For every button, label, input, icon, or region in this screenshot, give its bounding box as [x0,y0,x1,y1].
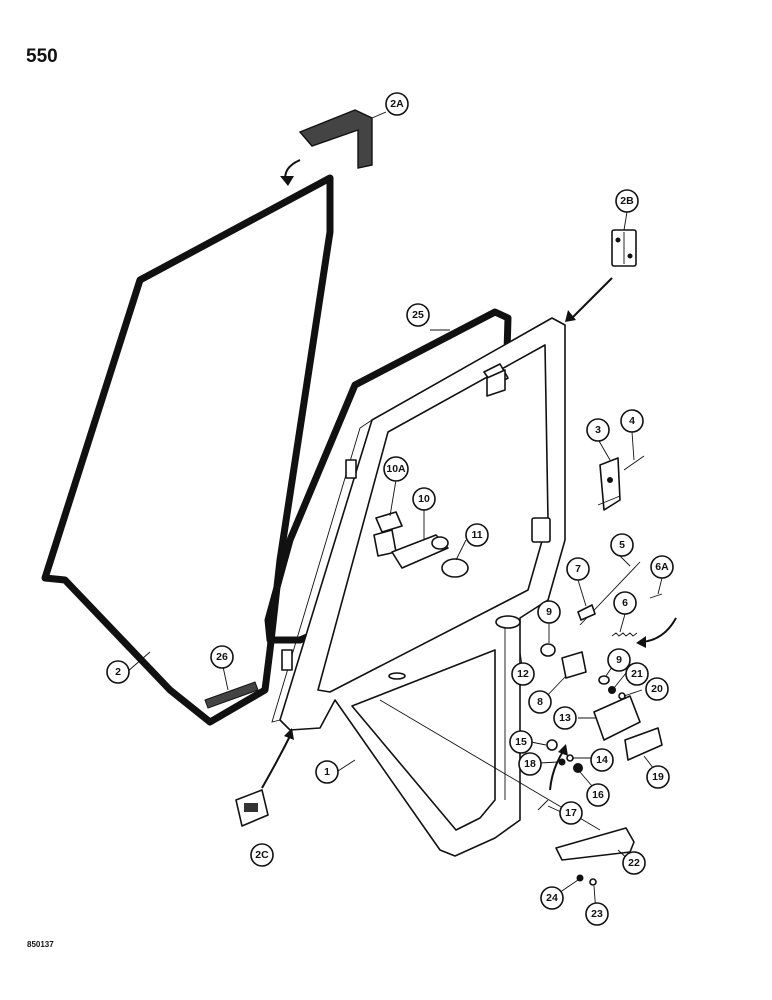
arrow-6A [636,617,677,648]
bushing-part-9a [540,643,556,657]
callout: 20 [645,677,669,701]
svg-text:9: 9 [546,606,552,618]
seal-strip-part-26 [204,681,259,709]
callout: 17 [559,801,583,825]
callout: 13 [553,706,577,730]
door-glass-part-2 [41,174,334,726]
svg-text:23: 23 [591,908,603,920]
latch-plate-part-13 [593,695,641,741]
svg-text:1: 1 [324,766,330,778]
spring-part-6 [611,632,638,637]
callout: 5 [610,533,634,557]
svg-text:2B: 2B [620,195,634,207]
page-number: 550 [26,46,58,67]
washer-part-15 [546,739,558,751]
callout: 3 [586,418,610,442]
drawing-code: 850137 [27,940,54,949]
arrow-2B [565,277,613,322]
svg-text:4: 4 [629,415,635,427]
latch-plate-part-2C [235,789,269,827]
svg-text:24: 24 [546,892,558,904]
svg-text:3: 3 [595,424,601,436]
callout: 10 [412,487,436,511]
svg-text:17: 17 [565,807,577,819]
callout: 8 [528,690,552,714]
callout: 2A [385,92,409,116]
svg-text:7: 7 [575,563,581,575]
svg-text:6: 6 [622,597,628,609]
svg-text:2A: 2A [390,98,404,110]
callout: 2B [615,189,639,213]
callout: 26 [210,645,234,669]
callout: 7 [566,557,590,581]
svg-text:25: 25 [412,309,424,321]
svg-text:14: 14 [596,754,608,766]
handle-part-10 [391,534,449,569]
callout: 11 [465,523,489,547]
svg-text:2: 2 [115,666,121,678]
svg-text:20: 20 [651,683,663,695]
screw-part-4 [623,455,645,471]
corner-seal-part-2A [298,109,373,169]
bushing-part-9b [598,675,610,685]
callout: 9 [607,648,631,672]
svg-text:6A: 6A [655,561,669,573]
screw-part-24 [576,874,584,882]
handle-part-19 [624,727,663,761]
callout: 1 [315,760,339,784]
door-frame-part-1 [271,317,566,857]
callout: 18 [518,752,542,776]
svg-text:21: 21 [631,668,643,680]
callout: 24 [540,886,564,910]
washer-part-23 [589,878,597,886]
svg-text:12: 12 [517,668,529,680]
svg-text:26: 26 [216,651,228,663]
callout: 12 [511,662,535,686]
arrow-17 [549,744,568,791]
callout: 6A [650,555,674,579]
callout: 16 [586,783,610,807]
nut-part-16 [573,763,583,773]
callout: 10A [383,456,409,482]
key-lock-part-10A [373,511,403,557]
callout: 14 [590,748,614,772]
svg-text:19: 19 [652,771,664,783]
callout: 23 [585,902,609,926]
svg-text:22: 22 [628,857,640,869]
svg-text:11: 11 [471,529,482,541]
svg-text:16: 16 [592,789,604,801]
callout: 25 [406,303,430,327]
callout: 19 [646,765,670,789]
clip-part-6A [649,593,663,599]
svg-text:10A: 10A [386,463,406,475]
svg-text:15: 15 [515,736,527,748]
callout: 4 [620,409,644,433]
grab-handle-part-22 [555,827,635,861]
callout: 2 [106,660,130,684]
callout: 2C [250,843,274,867]
callout: 6 [613,591,637,615]
bolt-part-7 [577,604,596,621]
latch-block-part-3 [597,457,621,511]
svg-text:8: 8 [537,696,543,708]
svg-text:18: 18 [524,758,536,770]
washer-part-18 [558,758,566,766]
callout: 21 [625,662,649,686]
arrow-2A [280,159,301,186]
svg-text:10: 10 [418,493,430,505]
svg-text:13: 13 [559,712,571,724]
svg-text:9: 9 [616,654,622,666]
latch-lever-part-8 [561,651,587,679]
nut-part-21 [608,686,616,694]
escutcheon-part-11 [441,558,469,578]
arrow-2C [261,728,294,789]
hinge-part-2B [611,229,637,267]
callout: 22 [622,851,646,875]
svg-text:5: 5 [619,539,625,551]
callout: 15 [509,730,533,754]
pin-part-17 [537,799,549,811]
callout: 9 [537,600,561,624]
svg-text:2C: 2C [255,849,269,861]
